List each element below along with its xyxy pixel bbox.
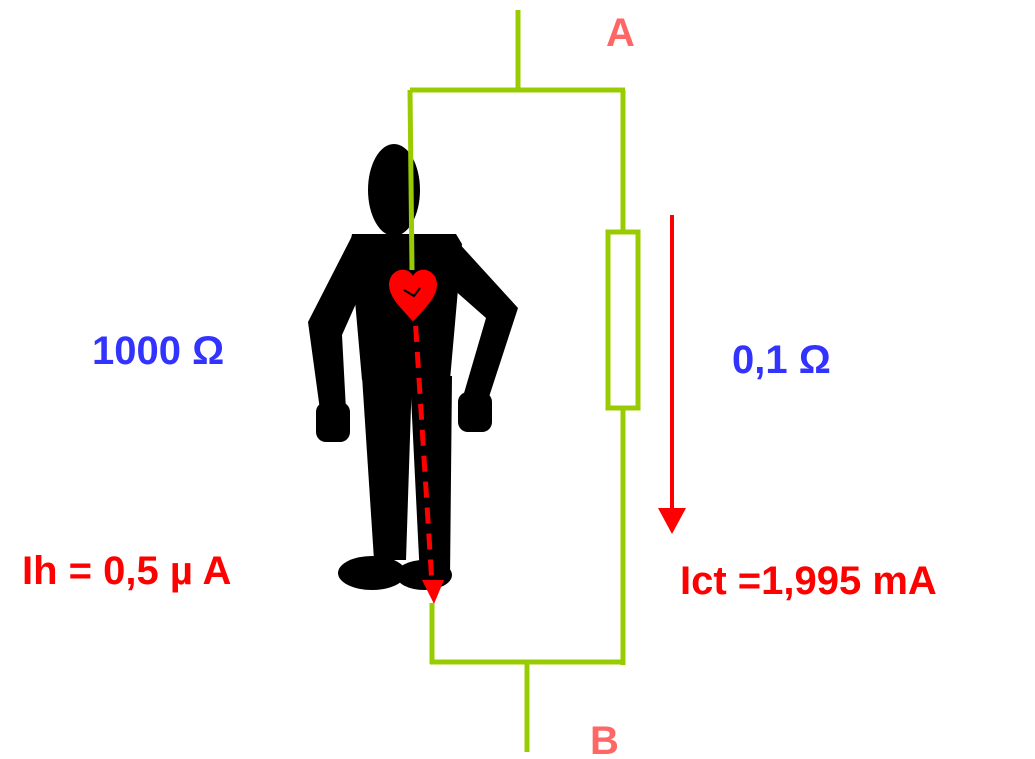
resistor-symbol [605,229,641,411]
heart-icon [388,269,438,322]
resistor-current-arrow [658,215,686,534]
circuit-wires [410,10,626,752]
resistor-resistance-label: 0,1 Ω [732,338,831,382]
node-label-a: A [606,11,635,55]
person-left-foot [338,556,406,590]
person-head [368,144,420,236]
person-silhouette-icon [308,144,518,590]
node-label-b: B [590,719,619,759]
human-current-label: Ih = 0,5 µ A [22,549,231,593]
person-right-arm [452,240,518,400]
person-left-leg [362,376,412,560]
resistor-current-label: Ict =1,995 mA [680,559,937,603]
person-right-leg [410,376,452,578]
human-current-arrow [411,299,444,604]
human-resistance-label: 1000 Ω [92,329,224,373]
person-left-arm [308,236,362,410]
wire-to-head [407,89,415,271]
person-right-hand [458,392,492,432]
person-left-hand [316,402,350,442]
person-right-foot [396,560,452,590]
